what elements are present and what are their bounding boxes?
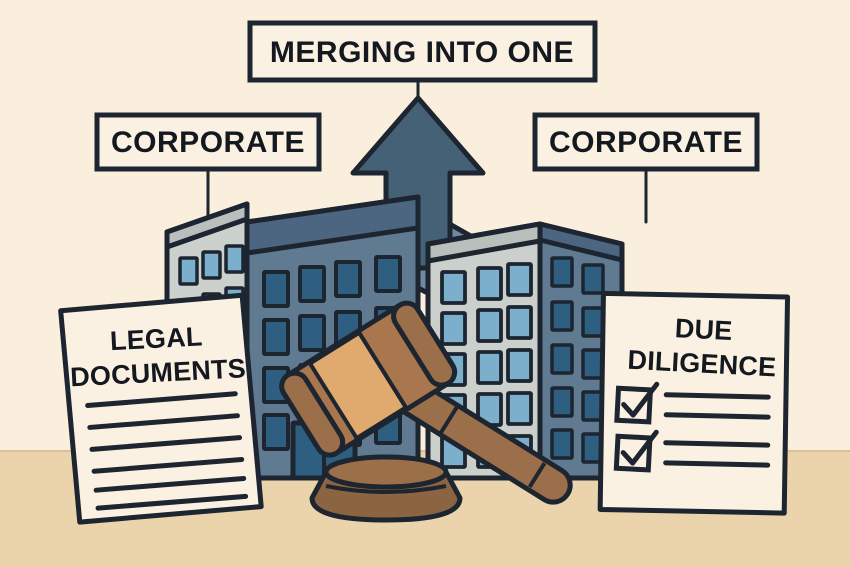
building-left-roof-cap	[244, 194, 421, 256]
checkbox-item-2[interactable]	[613, 429, 771, 476]
label-corporate-left[interactable]: CORPORATE	[94, 112, 322, 172]
label-merging-into-one-text: MERGING INTO ONE	[270, 36, 574, 69]
document-legal-rules	[85, 391, 249, 511]
gavel-head	[279, 300, 458, 458]
label-merging-into-one-box	[247, 20, 598, 83]
gavel	[279, 300, 573, 523]
label-corporate-right-box	[532, 112, 760, 172]
document-legal-page	[58, 292, 264, 525]
label-corporate-right[interactable]: CORPORATE	[532, 112, 760, 172]
label-corporate-left-text: CORPORATE	[111, 126, 305, 159]
building-right-roof-cap	[425, 221, 543, 264]
checkbox-item-1[interactable]	[614, 381, 771, 428]
label-merging-into-one[interactable]: MERGING INTO ONE	[247, 20, 598, 83]
building-left-wing-roof	[164, 201, 250, 250]
check-icon	[620, 429, 659, 466]
document-legal[interactable]: LEGAL DOCUMENTS	[58, 292, 264, 525]
check-icon	[621, 381, 660, 418]
label-corporate-left-box	[94, 112, 322, 172]
label-corporate-right-text: CORPORATE	[549, 126, 743, 159]
document-due-diligence-title-line1: DUE	[674, 313, 733, 346]
document-due-diligence[interactable]: DUE DILIGENCE	[592, 287, 795, 519]
gavel-sound-block	[309, 454, 463, 523]
document-legal-title-line1: LEGAL	[109, 321, 203, 356]
